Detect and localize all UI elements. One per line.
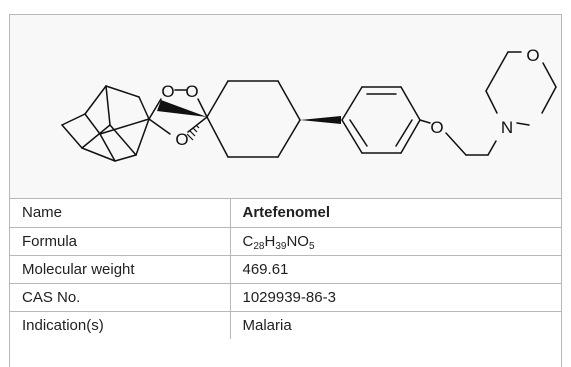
table-row: Indication(s) Malaria [10, 311, 561, 339]
bond [148, 98, 162, 120]
bond [341, 86, 363, 121]
bond [516, 122, 530, 126]
formula-element: C [242, 232, 254, 250]
bond [487, 140, 497, 156]
property-label: Name [10, 199, 231, 228]
hash-bond [186, 124, 200, 141]
bond [277, 119, 301, 158]
bond [445, 132, 467, 156]
table-row: CAS No. 1029939-86-3 [10, 283, 561, 312]
compound-name-value: Artefenomel [230, 199, 561, 228]
compound-card: O O O O N O Name Artefenomel Formula C28… [9, 14, 562, 367]
formula-element: NO [286, 232, 309, 250]
property-label: Indication(s) [10, 311, 231, 339]
bond [206, 80, 229, 118]
bond [419, 119, 431, 124]
wedge-bond [157, 100, 207, 117]
bond [81, 124, 111, 149]
atom-label-morpholine-n: N [501, 118, 513, 137]
molecular-weight-value: 469.61 [230, 255, 561, 284]
formula-subscript: 39 [275, 240, 287, 252]
bond [341, 119, 363, 154]
properties-table: Name Artefenomel Formula C28H39NO5 Molec… [10, 199, 561, 339]
property-label: Molecular weight [10, 255, 231, 284]
bond [197, 98, 208, 118]
property-label: CAS No. [10, 283, 231, 312]
bond [99, 118, 150, 135]
bond [485, 51, 509, 92]
chemical-structure-panel: O O O O N O [10, 15, 561, 199]
bond [349, 119, 368, 147]
bond [187, 116, 208, 133]
formula-value: C28H39NO5 [230, 227, 561, 256]
bond [542, 62, 557, 88]
chemical-structure-drawing: O O O O N O [61, 46, 557, 162]
table-row: Formula C28H39NO5 [10, 227, 561, 256]
bond [400, 86, 421, 121]
bond [400, 119, 421, 154]
bond [109, 124, 137, 156]
property-label: Formula [10, 227, 231, 256]
bond [105, 85, 111, 126]
indication-value: Malaria [242, 316, 292, 334]
atom-label-ring-o: O [175, 130, 188, 149]
bond [99, 133, 116, 162]
formula-subscript: 28 [253, 240, 265, 252]
bond [61, 113, 86, 126]
bond [148, 118, 171, 135]
formula-subscript: 5 [308, 240, 315, 252]
atom-label-peroxide-o1: O [161, 82, 174, 101]
atom-label-ether-o: O [430, 118, 443, 137]
bond [84, 113, 101, 135]
wedge-bond [300, 116, 341, 124]
bond [485, 90, 498, 114]
bond [61, 124, 83, 149]
formula-element: H [264, 232, 276, 250]
bond [81, 147, 116, 162]
atom-label-peroxide-o2: O [185, 82, 198, 101]
bond [541, 86, 557, 114]
bond [138, 96, 150, 120]
bond [277, 80, 301, 121]
table-row: Molecular weight 469.61 [10, 255, 561, 284]
cas-number-value: 1029939-86-3 [230, 283, 561, 312]
bond [135, 118, 150, 156]
bond [114, 154, 137, 162]
bond [206, 116, 229, 158]
bond [395, 119, 413, 147]
table-row: Name Artefenomel [10, 199, 561, 228]
bond [84, 85, 107, 115]
bond [105, 85, 140, 98]
atom-label-morpholine-o: O [526, 46, 539, 65]
